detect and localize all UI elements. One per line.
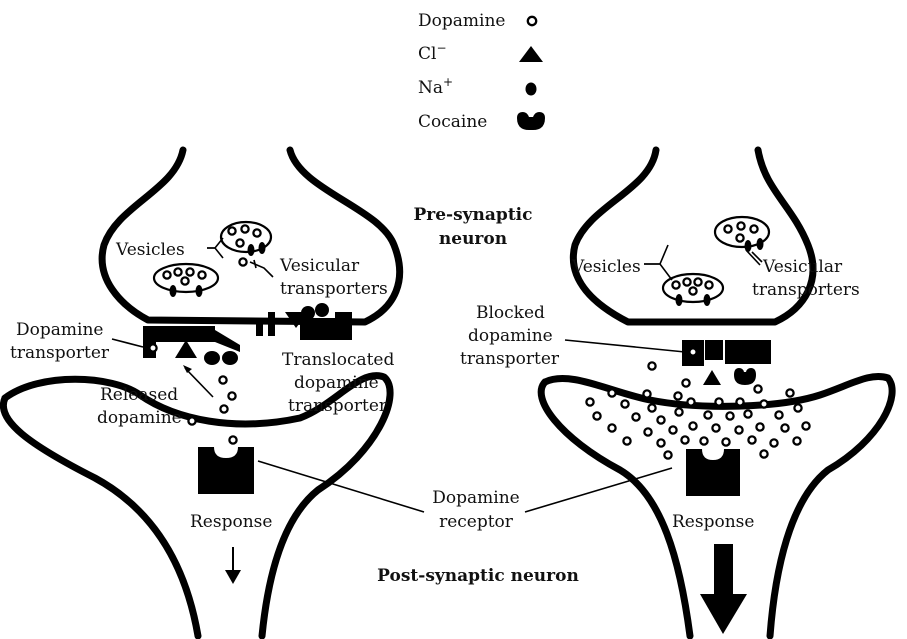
right-blocked-label-1: Blocked — [476, 303, 545, 323]
left-response-arrow — [225, 547, 241, 584]
post-synaptic-label: Post-synaptic neuron — [377, 566, 579, 586]
legend-chloride-icon — [519, 46, 543, 62]
right-blocked-label-3: transporter — [460, 349, 560, 369]
right-blocked-transporter — [682, 340, 771, 385]
right-vesicular-label-2: transporters — [752, 280, 860, 300]
right-blocked-label-2: dopamine — [468, 326, 553, 346]
left-vesicle-lower — [154, 264, 218, 297]
receptor-label-2: receptor — [439, 512, 514, 532]
left-translocated-label-1: Translocated — [282, 350, 394, 370]
left-dopamine-receptor — [198, 447, 254, 494]
left-released-dopamine — [188, 376, 236, 443]
legend-cocaine-label: Cocaine — [418, 112, 487, 132]
left-vesicular-label-1: Vesicular — [279, 256, 360, 276]
left-released-label-2: dopamine — [97, 408, 182, 428]
left-translocated-label-3: transporter — [288, 396, 388, 416]
legend-sodium-label: Na+ — [418, 75, 453, 98]
left-postsynaptic-membrane-left — [3, 398, 198, 636]
right-vesicle-upper — [715, 217, 769, 252]
left-translocated-label-2: dopamine — [294, 373, 379, 393]
right-dopamine-receptor — [686, 449, 740, 496]
legend-dopamine-label: Dopamine — [418, 11, 505, 31]
left-synapse-panel: Vesicles Vesicular transporters Dopamine… — [3, 150, 424, 636]
left-translocated-transporter — [256, 303, 352, 340]
pre-synaptic-label-line1: Pre-synaptic — [414, 205, 533, 225]
right-response-label: Response — [672, 512, 754, 532]
right-vesicles-label: Vesicles — [571, 257, 641, 277]
left-vesicular-label-2: transporters — [280, 279, 388, 299]
right-vesicular-label-1: Vesicular — [762, 257, 843, 277]
left-dopamine-transporter — [143, 326, 240, 365]
legend: Dopamine Cl− Na+ Cocaine — [418, 11, 545, 132]
left-released-label-1: Released — [100, 385, 178, 405]
legend-cocaine-icon — [517, 112, 545, 130]
left-vesicles-label: Vesicles — [115, 240, 185, 260]
left-vesicle-upper — [221, 222, 271, 256]
left-da-transporter-label-1: Dopamine — [16, 320, 103, 340]
right-postsynaptic-membrane-left — [541, 382, 690, 636]
legend-sodium-icon — [526, 83, 537, 96]
left-response-label: Response — [190, 512, 272, 532]
left-free-dopamine — [239, 258, 246, 265]
right-synaptic-dopamine — [586, 362, 809, 458]
left-da-transporter-label-2: transporter — [10, 343, 110, 363]
legend-chloride-label: Cl− — [418, 41, 447, 64]
legend-dopamine-icon — [528, 17, 536, 25]
pre-synaptic-label-line2: neuron — [439, 229, 507, 249]
receptor-label-1: Dopamine — [432, 488, 519, 508]
right-response-arrow — [700, 544, 747, 634]
